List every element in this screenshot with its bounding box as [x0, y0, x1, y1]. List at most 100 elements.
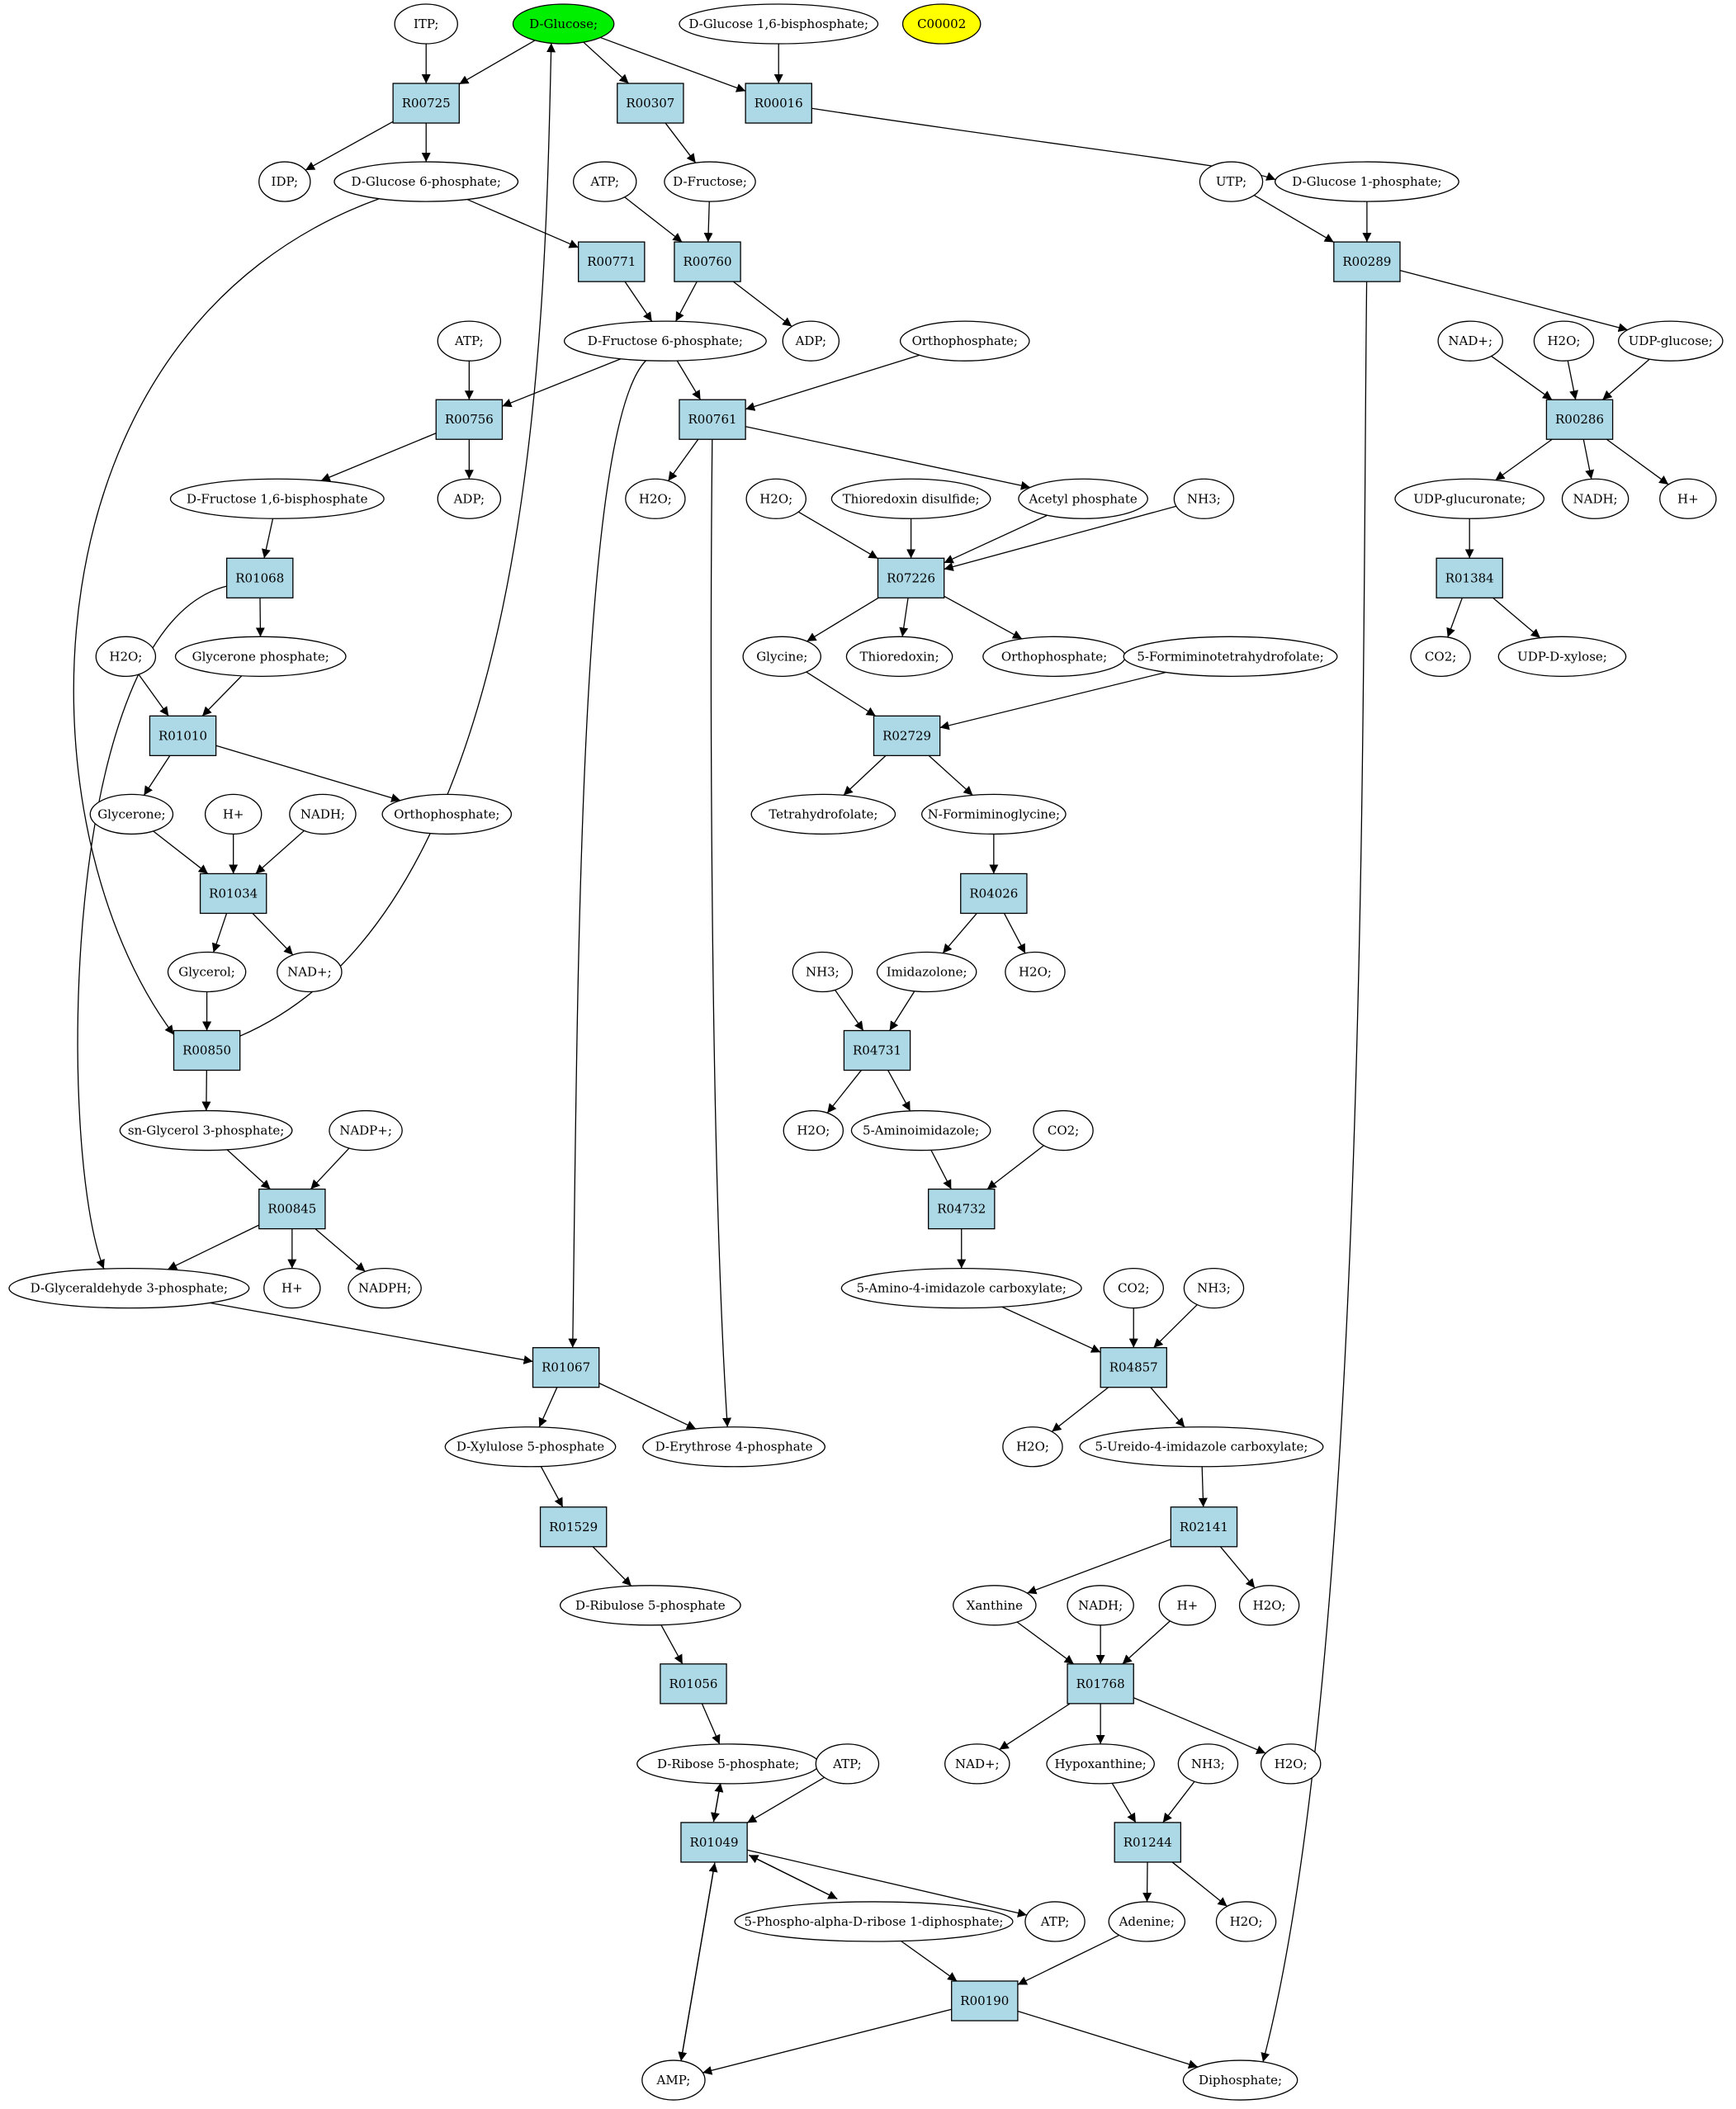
metabolite-node-dg16bp[interactable]: D-Glucose 1,6-bisphosphate; [679, 3, 879, 45]
metabolite-node-nadpp[interactable]: NADP+; [329, 1109, 403, 1151]
reaction-node-r00771[interactable]: R00771 [578, 241, 646, 282]
metabolite-node-sng3p[interactable]: sn-Glycerol 3-phosphate; [119, 1109, 293, 1151]
metabolite-node-dg1p[interactable]: D-Glucose 1-phosphate; [1274, 161, 1459, 202]
metabolite-node-nh3_b[interactable]: NH3; [792, 951, 854, 993]
metabolite-node-udpxylose[interactable]: UDP-D-xylose; [1497, 636, 1627, 677]
reaction-node-r07226[interactable]: R07226 [877, 557, 945, 598]
metabolite-node-dglucose[interactable]: D-Glucose; [512, 3, 615, 45]
metabolite-node-atp3[interactable]: ATP; [815, 1743, 880, 1785]
metabolite-node-prpp[interactable]: 5-Phospho-alpha-D-ribose 1-diphosphate; [734, 1901, 1014, 1942]
reaction-node-r01056[interactable]: R01056 [660, 1663, 727, 1705]
metabolite-node-nh3_a[interactable]: NH3; [1173, 478, 1235, 519]
reaction-node-r00016[interactable]: R00016 [745, 83, 812, 124]
metabolite-node-glyceronep[interactable]: Glycerone phosphate; [174, 636, 347, 677]
metabolite-node-h2o_e[interactable]: H2O; [1005, 951, 1066, 993]
metabolite-node-imidazolone[interactable]: Imidazolone; [876, 951, 977, 993]
metabolite-node-udpglucuronate[interactable]: UDP-glucuronate; [1394, 478, 1545, 519]
reaction-node-r01049[interactable]: R01049 [680, 1822, 748, 1863]
reaction-node-r00190[interactable]: R00190 [951, 1980, 1019, 2022]
reaction-node-r00756[interactable]: R00756 [435, 399, 504, 440]
metabolite-node-h2o_h[interactable]: H2O; [1238, 1585, 1300, 1626]
metabolite-node-orthop2[interactable]: Orthophosphate; [982, 636, 1126, 677]
reaction-node-r00845[interactable]: R00845 [258, 1188, 326, 1230]
metabolite-node-hplus_a[interactable]: H+ [1659, 478, 1717, 519]
metabolite-node-orthop3[interactable]: Orthophosphate; [381, 793, 513, 835]
metabolite-node-glycerol[interactable]: Glycerol; [167, 951, 247, 993]
metabolite-node-h2o_i[interactable]: H2O; [1260, 1743, 1322, 1785]
reaction-node-r04731[interactable]: R04731 [843, 1029, 911, 1071]
reaction-node-r02141[interactable]: R02141 [1170, 1506, 1238, 1548]
reaction-node-r01067[interactable]: R01067 [532, 1347, 600, 1388]
metabolite-node-nh3_d[interactable]: NH3; [1177, 1743, 1239, 1785]
metabolite-node-h2o_f[interactable]: H2O; [783, 1109, 844, 1151]
metabolite-node-dg6p[interactable]: D-Glucose 6-phosphate; [333, 161, 519, 202]
metabolite-node-amp[interactable]: AMP; [641, 2059, 706, 2101]
reaction-node-r01384[interactable]: R01384 [1436, 557, 1503, 598]
reaction-node-r04732[interactable]: R04732 [928, 1188, 996, 1230]
reaction-node-r04857[interactable]: R04857 [1100, 1347, 1167, 1388]
metabolite-node-co2_b[interactable]: CO2; [1033, 1109, 1094, 1151]
metabolite-node-nadh_c[interactable]: NADH; [1067, 1585, 1134, 1626]
metabolite-node-dxyl5p[interactable]: D-Xylulose 5-phosphate [444, 1426, 617, 1468]
reaction-node-r00286[interactable]: R00286 [1545, 399, 1614, 440]
metabolite-node-h2o_a[interactable]: H2O; [1533, 320, 1595, 362]
metabolite-node-thiodis[interactable]: Thioredoxin disulfide; [830, 478, 991, 519]
metabolite-node-c00002[interactable]: C00002 [901, 3, 982, 45]
metabolite-node-ureido[interactable]: 5-Ureido-4-imidazole carboxylate; [1079, 1426, 1324, 1468]
reaction-node-r01244[interactable]: R01244 [1114, 1822, 1182, 1863]
reaction-node-r00725[interactable]: R00725 [392, 83, 460, 124]
metabolite-node-co2_c[interactable]: CO2; [1103, 1267, 1164, 1309]
metabolite-node-h2o_b[interactable]: H2O; [625, 478, 686, 519]
metabolite-node-h2o_g[interactable]: H2O; [1002, 1426, 1063, 1468]
metabolite-node-nh3_c[interactable]: NH3; [1183, 1267, 1245, 1309]
metabolite-node-acetylp[interactable]: Acetyl phosphate [1018, 478, 1148, 519]
reaction-node-r00307[interactable]: R00307 [617, 83, 684, 124]
metabolite-node-orthop1[interactable]: Orthophosphate; [899, 320, 1030, 362]
metabolite-node-dfructose[interactable]: D-Fructose; [664, 161, 756, 202]
metabolite-node-df16bp[interactable]: D-Fructose 1,6-bisphosphate [169, 478, 385, 519]
metabolite-node-glycine[interactable]: Glycine; [742, 636, 821, 677]
metabolite-node-udpglucose[interactable]: UDP-glucose; [1617, 320, 1724, 362]
metabolite-node-diphosphate[interactable]: Diphosphate; [1182, 2059, 1298, 2101]
metabolite-node-h2o_d[interactable]: H2O; [95, 636, 157, 677]
metabolite-node-df6p[interactable]: D-Fructose 6-phosphate; [563, 320, 767, 362]
metabolite-node-dery4p[interactable]: D-Erythrose 4-phosphate [642, 1426, 826, 1468]
metabolite-node-hplus_b[interactable]: H+ [204, 793, 263, 835]
metabolite-node-hplus_c[interactable]: H+ [263, 1267, 321, 1309]
reaction-node-r04026[interactable]: R04026 [960, 872, 1028, 915]
metabolite-node-utp[interactable]: UTP; [1199, 161, 1264, 202]
reaction-node-r00761[interactable]: R00761 [679, 399, 746, 440]
metabolite-node-hplus_d[interactable]: H+ [1158, 1585, 1217, 1626]
metabolite-node-h2o_j[interactable]: H2O; [1215, 1901, 1277, 1942]
metabolite-node-adp1[interactable]: ADP; [782, 320, 840, 362]
reaction-node-r01529[interactable]: R01529 [539, 1506, 608, 1548]
metabolite-node-h2o_c[interactable]: H2O; [745, 478, 807, 519]
metabolite-node-aminoimid[interactable]: 5-Aminoimidazole; [850, 1109, 991, 1151]
metabolite-node-adenine[interactable]: Adenine; [1108, 1901, 1186, 1942]
metabolite-node-idp[interactable]: IDP; [258, 161, 311, 202]
metabolite-node-thioredoxin[interactable]: Thioredoxin; [845, 636, 953, 677]
reaction-node-r00289[interactable]: R00289 [1333, 241, 1401, 282]
reaction-node-r01068[interactable]: R01068 [225, 557, 294, 598]
metabolite-node-nadh_a[interactable]: NADH; [1561, 478, 1630, 519]
metabolite-node-aminoimidcarb[interactable]: 5-Amino-4-imidazole carboxylate; [840, 1267, 1082, 1309]
metabolite-node-adp2[interactable]: ADP; [437, 478, 502, 519]
metabolite-node-dribu5p[interactable]: D-Ribulose 5-phosphate [559, 1585, 741, 1626]
metabolite-node-xanthine[interactable]: Xanthine [953, 1585, 1037, 1626]
reaction-node-r01768[interactable]: R01768 [1067, 1663, 1134, 1705]
metabolite-node-itp[interactable]: ITP; [394, 3, 458, 45]
metabolite-node-co2_a[interactable]: CO2; [1410, 636, 1471, 677]
metabolite-node-formimino[interactable]: 5-Formiminotetrahydrofolate; [1123, 636, 1338, 677]
metabolite-node-dgap[interactable]: D-Glyceraldehyde 3-phosphate; [8, 1267, 250, 1309]
reaction-node-r02729[interactable]: R02729 [873, 715, 941, 757]
reaction-node-r00760[interactable]: R00760 [674, 241, 741, 282]
metabolite-node-nadph[interactable]: NADPH; [348, 1267, 422, 1309]
metabolite-node-nad_c[interactable]: NAD+; [944, 1743, 1010, 1785]
metabolite-node-atp4[interactable]: ATP; [1024, 1901, 1086, 1942]
metabolite-node-nformimino[interactable]: N-Formiminoglycine; [920, 793, 1067, 835]
metabolite-node-nadp_plus[interactable]: NAD+; [1437, 320, 1503, 362]
metabolite-node-hypoxanthine[interactable]: Hypoxanthine; [1046, 1743, 1155, 1785]
metabolite-node-nad_b[interactable]: NAD+; [277, 951, 343, 993]
metabolite-node-thf[interactable]: Tetrahydrofolate; [750, 793, 896, 835]
reaction-node-r01034[interactable]: R01034 [199, 872, 267, 915]
